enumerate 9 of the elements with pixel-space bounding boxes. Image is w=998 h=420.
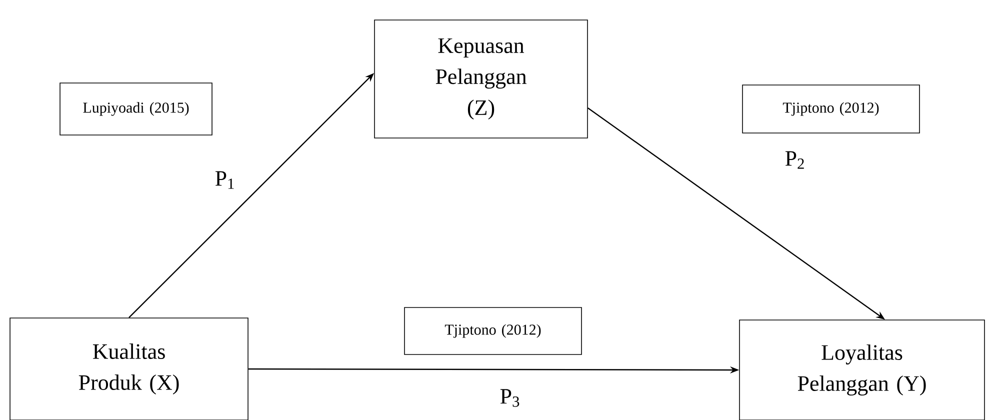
text-box: Loyalitas Pelanggan (Y)	[739, 320, 985, 420]
text-box: Tjiptono (2012)	[404, 307, 582, 355]
text-box: Lupiyoadi (2015)	[60, 82, 212, 136]
edge-label: P$_{1}$	[214, 170, 236, 190]
text-box: Tjiptono (2012)	[742, 84, 920, 134]
edge-label: P$_{3}$	[498, 388, 522, 408]
edge-label: P$_{2}$	[784, 150, 806, 170]
text-box: Kualitas Produk (X)	[10, 318, 248, 420]
text-box: Kepuasan Pelanggan (Z)	[374, 20, 588, 138]
